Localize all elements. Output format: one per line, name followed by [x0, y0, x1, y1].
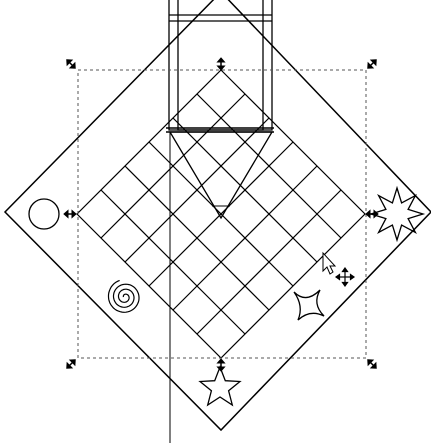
- scale-s-icon[interactable]: [216, 358, 226, 372]
- pointer-arrow-icon: [322, 251, 337, 275]
- spiral[interactable]: [107, 279, 140, 313]
- star-bottom[interactable]: [198, 365, 242, 407]
- star-small[interactable]: [293, 289, 325, 321]
- selection-handles[interactable]: [63, 57, 379, 372]
- scale-e-icon[interactable]: [365, 209, 379, 219]
- scale-w-icon[interactable]: [63, 209, 77, 219]
- scale-se-icon[interactable]: [365, 357, 378, 370]
- grid-line: [196, 189, 342, 335]
- scale-n-icon[interactable]: [216, 57, 226, 71]
- circle[interactable]: [28, 198, 60, 230]
- move-cursor-icon: [322, 251, 356, 288]
- main-diamond[interactable]: [3, 0, 431, 432]
- move-arrows-icon: [334, 266, 356, 288]
- scale-ne-icon[interactable]: [365, 57, 378, 70]
- scale-sw-icon[interactable]: [64, 357, 77, 370]
- scale-nw-icon[interactable]: [64, 57, 77, 70]
- grid[interactable]: [76, 69, 366, 359]
- triangle[interactable]: [168, 131, 274, 220]
- star-right[interactable]: [368, 185, 426, 243]
- grid-lines: [100, 93, 342, 335]
- tower-inner: [177, 0, 264, 131]
